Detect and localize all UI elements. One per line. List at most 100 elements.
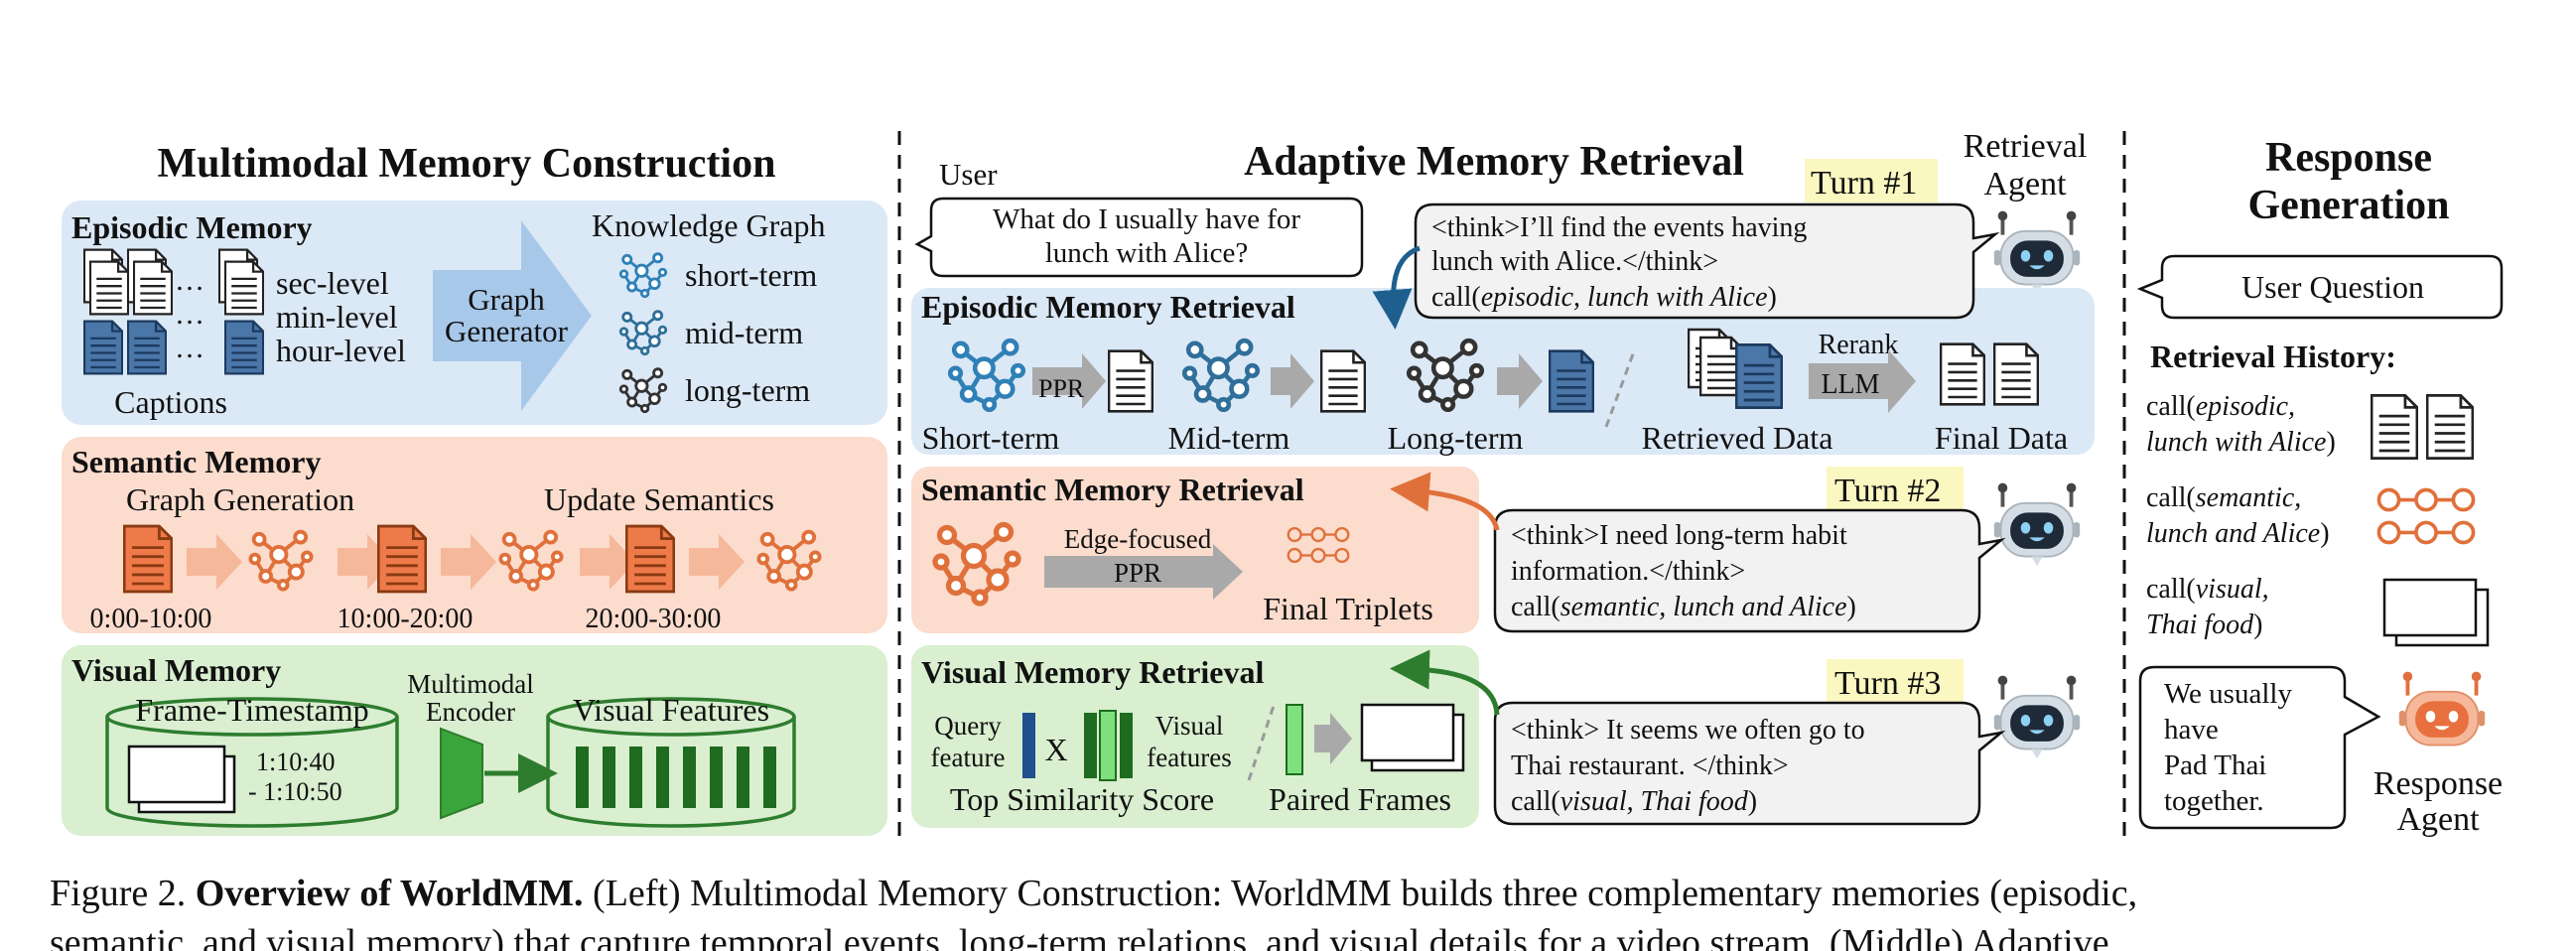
turn3-label: Turn #3 [1834, 665, 1941, 702]
retrieval-agent-line1: Retrieval [1964, 128, 2088, 165]
turn3-bubble [1493, 701, 2006, 826]
turn3-think-line2: Thai restaurant. </think> [1511, 750, 1789, 781]
ellipsis-1: … [175, 264, 204, 297]
time-range-2: 10:00-20:00 [338, 604, 474, 634]
level-min: min-level [276, 299, 398, 335]
visual-feature-candidates [1084, 710, 1133, 781]
semantic-retrieval-panel [911, 467, 1479, 633]
turn1-bubble [1414, 203, 2000, 320]
final-data-label: Final Data [1935, 420, 2068, 456]
turn3-arrow [1390, 649, 1500, 716]
turn2-arrow [1390, 472, 1500, 531]
frame-time-end: - 1:10:50 [248, 777, 342, 806]
level-sec: sec-level [276, 265, 389, 301]
encoder-label-line2: Encoder [426, 697, 515, 727]
history-visual-line2: Thai food) [2146, 610, 2262, 640]
episodic-retrieval-title: Episodic Memory Retrieval [921, 289, 1295, 325]
retrieved-data-label: Retrieved Data [1642, 420, 1833, 456]
frame-timestamp-label: Frame-Timestamp [135, 692, 368, 728]
turn1-arrow [1372, 245, 1421, 330]
edge-ppr-label: PPR [1114, 558, 1161, 588]
figure-caption: Figure 2. Overview of WorldMM. (Left) Mu… [50, 873, 2137, 914]
semantic-memory-panel [62, 437, 887, 633]
level-hour: hour-level [276, 333, 406, 368]
graph-generator-arrow [433, 220, 592, 411]
user-question-line2: lunch with Alice? [1045, 237, 1249, 269]
response-agent-line1: Response [2373, 765, 2503, 802]
history-semantic-line2: lunch and Alice) [2146, 518, 2330, 549]
rerank-label: Rerank [1819, 330, 1899, 360]
history-episodic-docs-1 [2371, 393, 2418, 461]
kg-mid-term: mid-term [685, 315, 803, 350]
edge-ppr-arrow [1044, 544, 1243, 600]
semantic-doc-2 [377, 524, 427, 594]
user-question-box [2136, 254, 2504, 320]
semantic-arrow-3 [441, 534, 496, 590]
history-episodic-line2: lunch with Alice) [2146, 427, 2336, 458]
answer-bubble [2138, 665, 2381, 830]
query-feature-line2: feature [931, 743, 1006, 772]
left-title: Multimodal Memory Construction [158, 141, 776, 187]
user-label: User [939, 157, 998, 192]
history-visual-line1: call(visual, [2146, 574, 2269, 605]
multiply-sign: X [1044, 732, 1067, 767]
long-term-label: Long-term [1388, 420, 1524, 456]
frame-front [127, 745, 226, 804]
turn3-think-line1: <think> It seems we often go to [1511, 715, 1865, 746]
visual-retrieval-panel [911, 645, 1479, 828]
semantic-memory-title: Semantic Memory [71, 444, 321, 479]
response-agent-robot [2396, 669, 2488, 747]
graph-generator-line1: Graph [468, 282, 545, 317]
feature-database-cylinder [546, 697, 796, 828]
user-question-line1: What do I usually have for [993, 204, 1300, 235]
ellipsis-2: … [175, 298, 204, 331]
turn2-think-line1: <think>I need long-term habit [1511, 520, 1847, 551]
answer-line1: We usually [2164, 678, 2292, 710]
left-section: Multimodal Memory Construction Episodic … [62, 141, 887, 836]
episodic-long-doc [1549, 349, 1594, 413]
right-title-line1: Response [2265, 135, 2432, 181]
time-range-1: 0:00-10:00 [90, 604, 212, 634]
retrieval-agent-robot-2 [1991, 480, 2083, 569]
turn2-label-bg [1827, 467, 1964, 510]
user-question-bubble [914, 197, 1364, 278]
history-episodic-docs-2 [2426, 393, 2474, 461]
time-range-3: 20:00-30:00 [586, 604, 722, 634]
history-semantic-line1: call(semantic, [2146, 482, 2301, 513]
history-episodic-line1: call(episodic, [2146, 391, 2295, 422]
retrieval-history-title: Retrieval History: [2150, 339, 2396, 374]
history-semantic-triplets [2376, 487, 2476, 545]
query-feature-bar [1022, 713, 1035, 778]
turn2-think-line2: information.</think> [1511, 556, 1745, 587]
frame-database-cylinder [105, 697, 399, 828]
turn2-call: call(semantic, lunch and Alice) [1511, 592, 1856, 622]
update-semantics-label: Update Semantics [544, 481, 774, 517]
edge-focused-label: Edge-focused [1064, 524, 1212, 554]
episodic-memory-title: Episodic Memory [71, 209, 313, 245]
semantic-arrow-1 [187, 534, 242, 590]
kg-short-term: short-term [685, 257, 817, 293]
response-agent-line2: Agent [2396, 801, 2480, 838]
middle-title: Adaptive Memory Retrieval [1244, 139, 1744, 185]
mid-term-label: Mid-term [1168, 420, 1290, 456]
semantic-doc-3 [625, 524, 675, 594]
semantic-arrow-4 [580, 534, 635, 590]
captions-label: Captions [114, 384, 227, 420]
turn1-label: Turn #1 [1811, 165, 1917, 202]
multimodal-encoder-trapezoid [440, 727, 483, 820]
visual-memory-title: Visual Memory [71, 652, 281, 688]
turn2-label: Turn #2 [1834, 473, 1941, 509]
paired-frame-front [1360, 703, 1455, 762]
short-term-label: Short-term [922, 420, 1060, 456]
top-similarity-label: Top Similarity Score [950, 781, 1214, 817]
knowledge-graph-title: Knowledge Graph [592, 207, 825, 243]
turn1-think-line2: lunch with Alice.</think> [1431, 246, 1718, 277]
visual-features-line2: features [1147, 743, 1231, 772]
semantic-retrieval-title: Semantic Memory Retrieval [921, 472, 1304, 507]
retrieval-agent-robot-3 [1991, 673, 2083, 761]
encoder-label-line1: Multimodal [407, 669, 534, 699]
history-visual-frame-front [2382, 578, 2478, 637]
paired-feature-bar [1286, 704, 1303, 775]
turn1-call: call(episodic, lunch with Alice) [1431, 282, 1777, 313]
ppr-arrow-2 [1271, 353, 1314, 409]
